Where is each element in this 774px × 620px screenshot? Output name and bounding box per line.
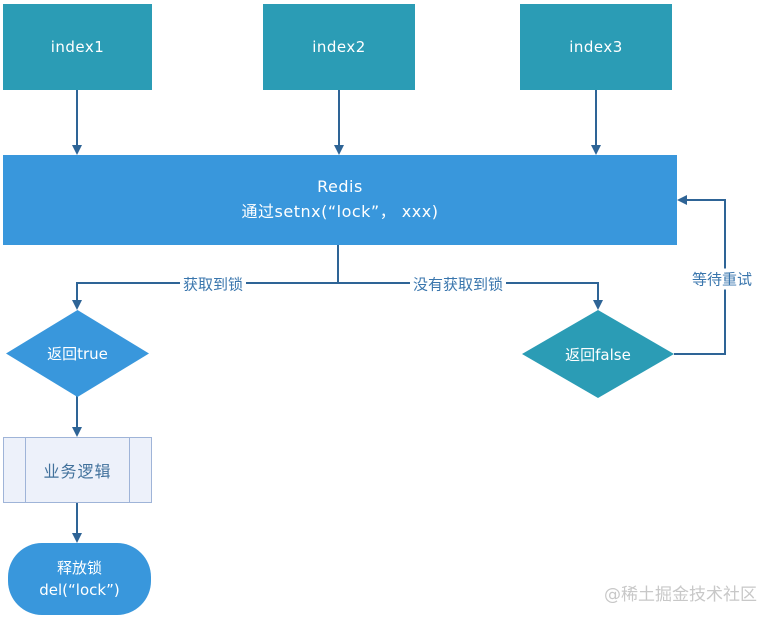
node-index3: index3 xyxy=(520,4,672,90)
node-index1: index1 xyxy=(3,4,152,90)
node-index3-label: index3 xyxy=(569,38,623,56)
arrowhead-into-business xyxy=(72,427,82,437)
node-return-true-label: 返回true xyxy=(47,345,108,363)
node-release-lock-line1: 释放锁 xyxy=(56,558,102,577)
node-release-lock: 释放锁 del(“lock”) xyxy=(8,543,151,615)
node-business-logic-label: 业务逻辑 xyxy=(43,462,112,481)
arrowhead-into-false-diamond xyxy=(593,300,603,310)
connector-branch xyxy=(76,282,599,301)
business-box-left-rule xyxy=(25,438,26,502)
arrowhead-into-redis-2 xyxy=(334,145,344,155)
arrowhead-into-release xyxy=(72,533,82,543)
arrowhead-into-true-diamond xyxy=(72,300,82,310)
business-box-right-rule xyxy=(129,438,130,502)
edge-label-wait-retry: 等待重试 xyxy=(688,268,756,290)
node-index2-label: index2 xyxy=(312,38,366,56)
edge-label-acquired-lock: 获取到锁 xyxy=(179,273,247,295)
node-index1-label: index1 xyxy=(50,38,105,56)
node-redis-title: Redis xyxy=(317,177,363,197)
node-return-false-label: 返回false xyxy=(565,345,631,364)
watermark-juejin-community: @稀土掘金技术社区 xyxy=(604,585,757,605)
arrowhead-retry-into-redis xyxy=(677,195,687,205)
node-release-lock-line2: del(“lock”) xyxy=(39,581,120,599)
edge-label-not-acquired-lock: 没有获取到锁 xyxy=(409,273,507,295)
node-index2: index2 xyxy=(263,4,415,90)
arrowhead-into-redis-3 xyxy=(591,145,601,155)
node-business-logic: 业务逻辑 xyxy=(3,437,152,503)
node-redis-subtitle: 通过setnx(“lock”， xxx) xyxy=(241,202,439,221)
arrowhead-into-redis-1 xyxy=(72,145,82,155)
node-redis: Redis 通过setnx(“lock”， xxx) xyxy=(3,155,677,245)
